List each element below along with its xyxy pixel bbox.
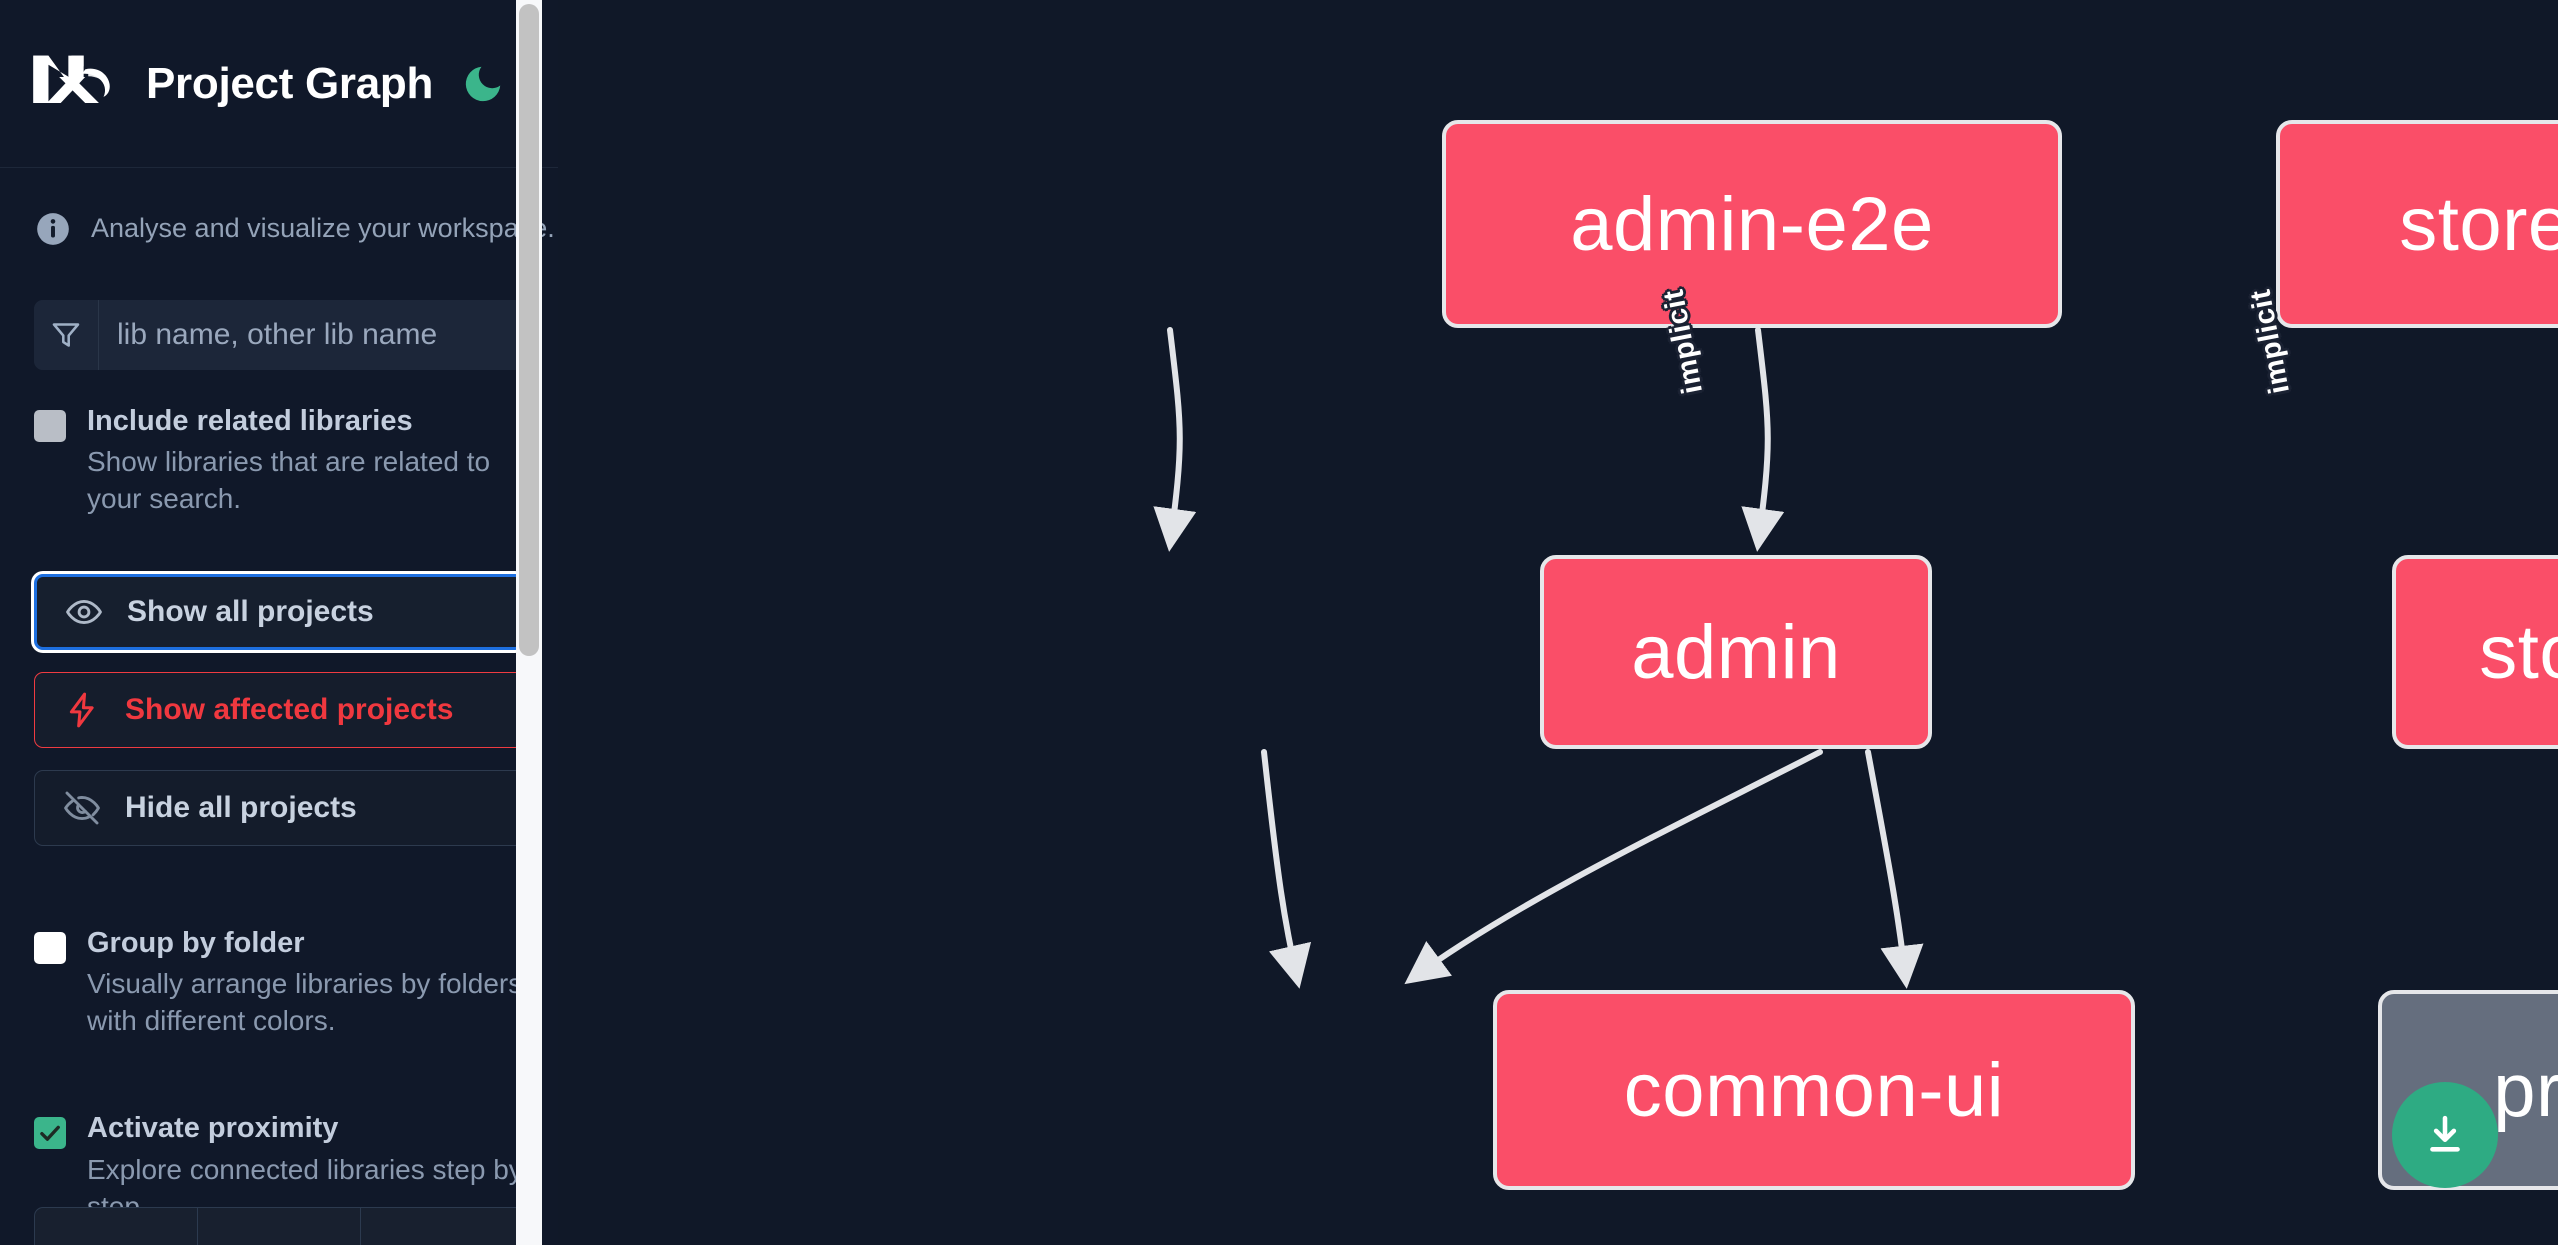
graph-node-label: admin-e2e [1570, 181, 1934, 267]
sidebar-body: Analyse and visualize your workspace. In… [0, 168, 558, 1225]
sidebar-scrollbar-thumb[interactable] [519, 4, 539, 656]
graph-node-label: products [2493, 1047, 2558, 1133]
show-affected-projects-button[interactable]: Show affected projects [34, 671, 524, 748]
edge-admin-e2e-admin [1153, 327, 1197, 552]
app-title: Project Graph [146, 58, 434, 108]
group-by-folder-description: Visually arrange libraries by folders wi… [87, 967, 523, 1037]
graph-node-admin-e2e[interactable]: admin-e2e [1442, 120, 2062, 328]
nx-logo [30, 51, 122, 116]
lightning-bolt-icon [63, 691, 101, 729]
proximity-stepper-decrease[interactable] [35, 1208, 198, 1245]
proximity-stepper-value[interactable] [198, 1208, 361, 1245]
group-by-folder-label: Group by folder [87, 926, 305, 959]
sidebar: Project Graph Analyse and visualize your… [0, 0, 558, 1245]
activate-proximity-checkbox[interactable] [34, 1117, 66, 1150]
graph-node-label: common-ui [1623, 1047, 2005, 1133]
proximity-stepper-group[interactable] [34, 1207, 524, 1245]
sidebar-scrollbar[interactable] [516, 0, 542, 1245]
group-by-folder-checkbox[interactable] [34, 931, 66, 964]
hide-all-projects-button[interactable]: Hide all projects [34, 769, 524, 846]
proximity-stepper-increase[interactable] [361, 1208, 523, 1245]
show-all-projects-button[interactable]: Show all projects [34, 573, 524, 650]
activate-proximity-label: Activate proximity [87, 1112, 339, 1145]
eye-icon [65, 593, 103, 631]
eye-off-icon [63, 789, 101, 827]
graph-node-label: store-e2e [2399, 181, 2558, 267]
graph-canvas[interactable]: admin-e2e store-e2e admin store common-u… [558, 0, 2558, 1245]
include-related-libraries-row[interactable]: Include related libraries Show libraries… [34, 404, 524, 518]
edge-store-products [1865, 749, 1924, 989]
group-by-folder-row[interactable]: Group by folder Visually arrange librari… [34, 926, 524, 1040]
edge-store-e2e-store [1741, 327, 1785, 552]
show-affected-projects-label: Show affected projects [125, 692, 454, 726]
graph-node-common-ui[interactable]: common-ui [1493, 990, 2135, 1190]
edge-admin-common-ui [1261, 749, 1312, 989]
graph-node-label: store [2479, 609, 2558, 695]
download-graph-button[interactable] [2392, 1082, 2498, 1188]
display-options-group: Group by folder Visually arrange librari… [34, 892, 524, 1225]
search-field [34, 300, 524, 370]
graph-node-store-e2e[interactable]: store-e2e [2276, 120, 2558, 328]
visibility-button-group: Show all projects Show affected projects [34, 573, 524, 846]
filter-funnel-icon[interactable] [34, 300, 99, 370]
workspace-info-text: Analyse and visualize your workspace. [91, 213, 555, 244]
search-input[interactable] [99, 300, 524, 370]
workspace-info: Analyse and visualize your workspace. [34, 168, 555, 248]
graph-node-admin[interactable]: admin [1540, 555, 1932, 749]
include-related-libraries-checkbox[interactable] [34, 410, 66, 442]
moon-icon[interactable] [457, 58, 509, 110]
graph-node-store[interactable]: store [2392, 555, 2558, 749]
show-all-projects-label: Show all projects [127, 594, 374, 628]
sidebar-header: Project Graph [0, 0, 558, 168]
edge-store-common-ui [1404, 749, 1823, 985]
hide-all-projects-label: Hide all projects [125, 790, 357, 824]
include-related-libraries-description: Show libraries that are related to your … [87, 446, 491, 515]
info-circle-icon [34, 210, 72, 248]
graph-edges [1153, 327, 1924, 989]
include-related-libraries-label: Include related libraries [87, 405, 413, 437]
graph-node-label: admin [1631, 609, 1841, 695]
